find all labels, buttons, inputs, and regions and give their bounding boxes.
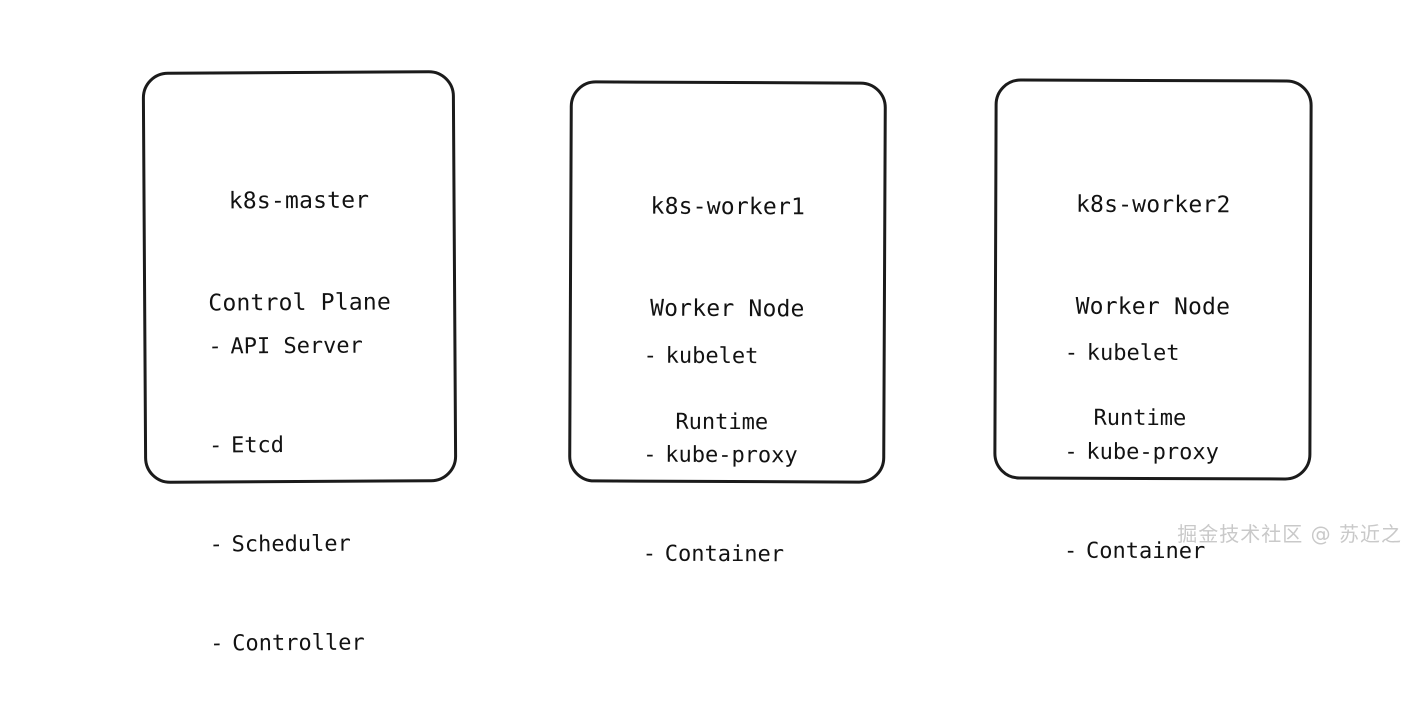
list-item: -Controller (210, 627, 365, 661)
list-item-label: Scheduler (231, 531, 351, 558)
node-component-list-k8s-worker1: -kubelet -kube-proxy -Container (642, 274, 798, 638)
dash-bullet-icon: - (643, 343, 657, 369)
dash-bullet-icon: - (1064, 439, 1078, 465)
node-footnote-k8s-worker2: Runtime (1093, 405, 1187, 432)
list-item: -Etcd (209, 429, 364, 463)
list-item-label: Etcd (230, 433, 285, 459)
node-title-line-1: k8s-worker1 (650, 193, 806, 221)
node-component-list-k8s-worker2: -kubelet -kube-proxy -Container (1064, 271, 1220, 635)
dash-bullet-icon: - (208, 433, 223, 459)
node-title-line-1: k8s-master (228, 187, 370, 215)
node-box-k8s-worker1[interactable]: k8s-worker1 Worker Node -kubelet -kube-p… (568, 80, 887, 567)
diagram-canvas: k8s-master Control Plane -API Server -Et… (141, 70, 1402, 657)
list-item: -kube-proxy (643, 439, 798, 473)
list-item: -kubelet (1065, 337, 1220, 371)
list-item-label: kube-proxy (1086, 439, 1219, 466)
dash-bullet-icon: - (1064, 340, 1079, 366)
dash-bullet-icon: - (643, 442, 657, 468)
dash-bullet-icon: - (210, 631, 224, 657)
watermark: 掘金技术社区 @ 苏近之 (1177, 522, 1402, 546)
list-item: -kubelet (644, 340, 799, 374)
list-item: -Container (643, 538, 798, 572)
list-item-label: kubelet (1086, 340, 1180, 367)
dash-bullet-icon: - (208, 334, 222, 360)
list-item: -Scheduler (210, 528, 365, 562)
node-component-list-k8s-master: -API Server -Etcd -Scheduler -Controller (208, 264, 365, 727)
list-item: -API Server (208, 330, 363, 364)
node-box-k8s-master[interactable]: k8s-master Control Plane -API Server -Et… (141, 70, 458, 657)
list-item-label: kubelet (665, 343, 759, 370)
list-item-label: Container (664, 541, 785, 568)
node-title-line-1: k8s-worker2 (1075, 191, 1231, 219)
dash-bullet-icon: - (209, 532, 223, 558)
list-item-label: kube-proxy (665, 442, 798, 469)
dash-bullet-icon: - (642, 541, 657, 567)
dash-bullet-icon: - (1064, 538, 1078, 564)
list-item-label: API Server (230, 333, 363, 360)
list-item-label: Controller (232, 630, 365, 657)
list-item: -kube-proxy (1064, 436, 1219, 470)
node-box-k8s-worker2[interactable]: k8s-worker2 Worker Node -kubelet -kube-p… (993, 78, 1313, 564)
node-footnote-k8s-worker1: Runtime (675, 409, 769, 436)
